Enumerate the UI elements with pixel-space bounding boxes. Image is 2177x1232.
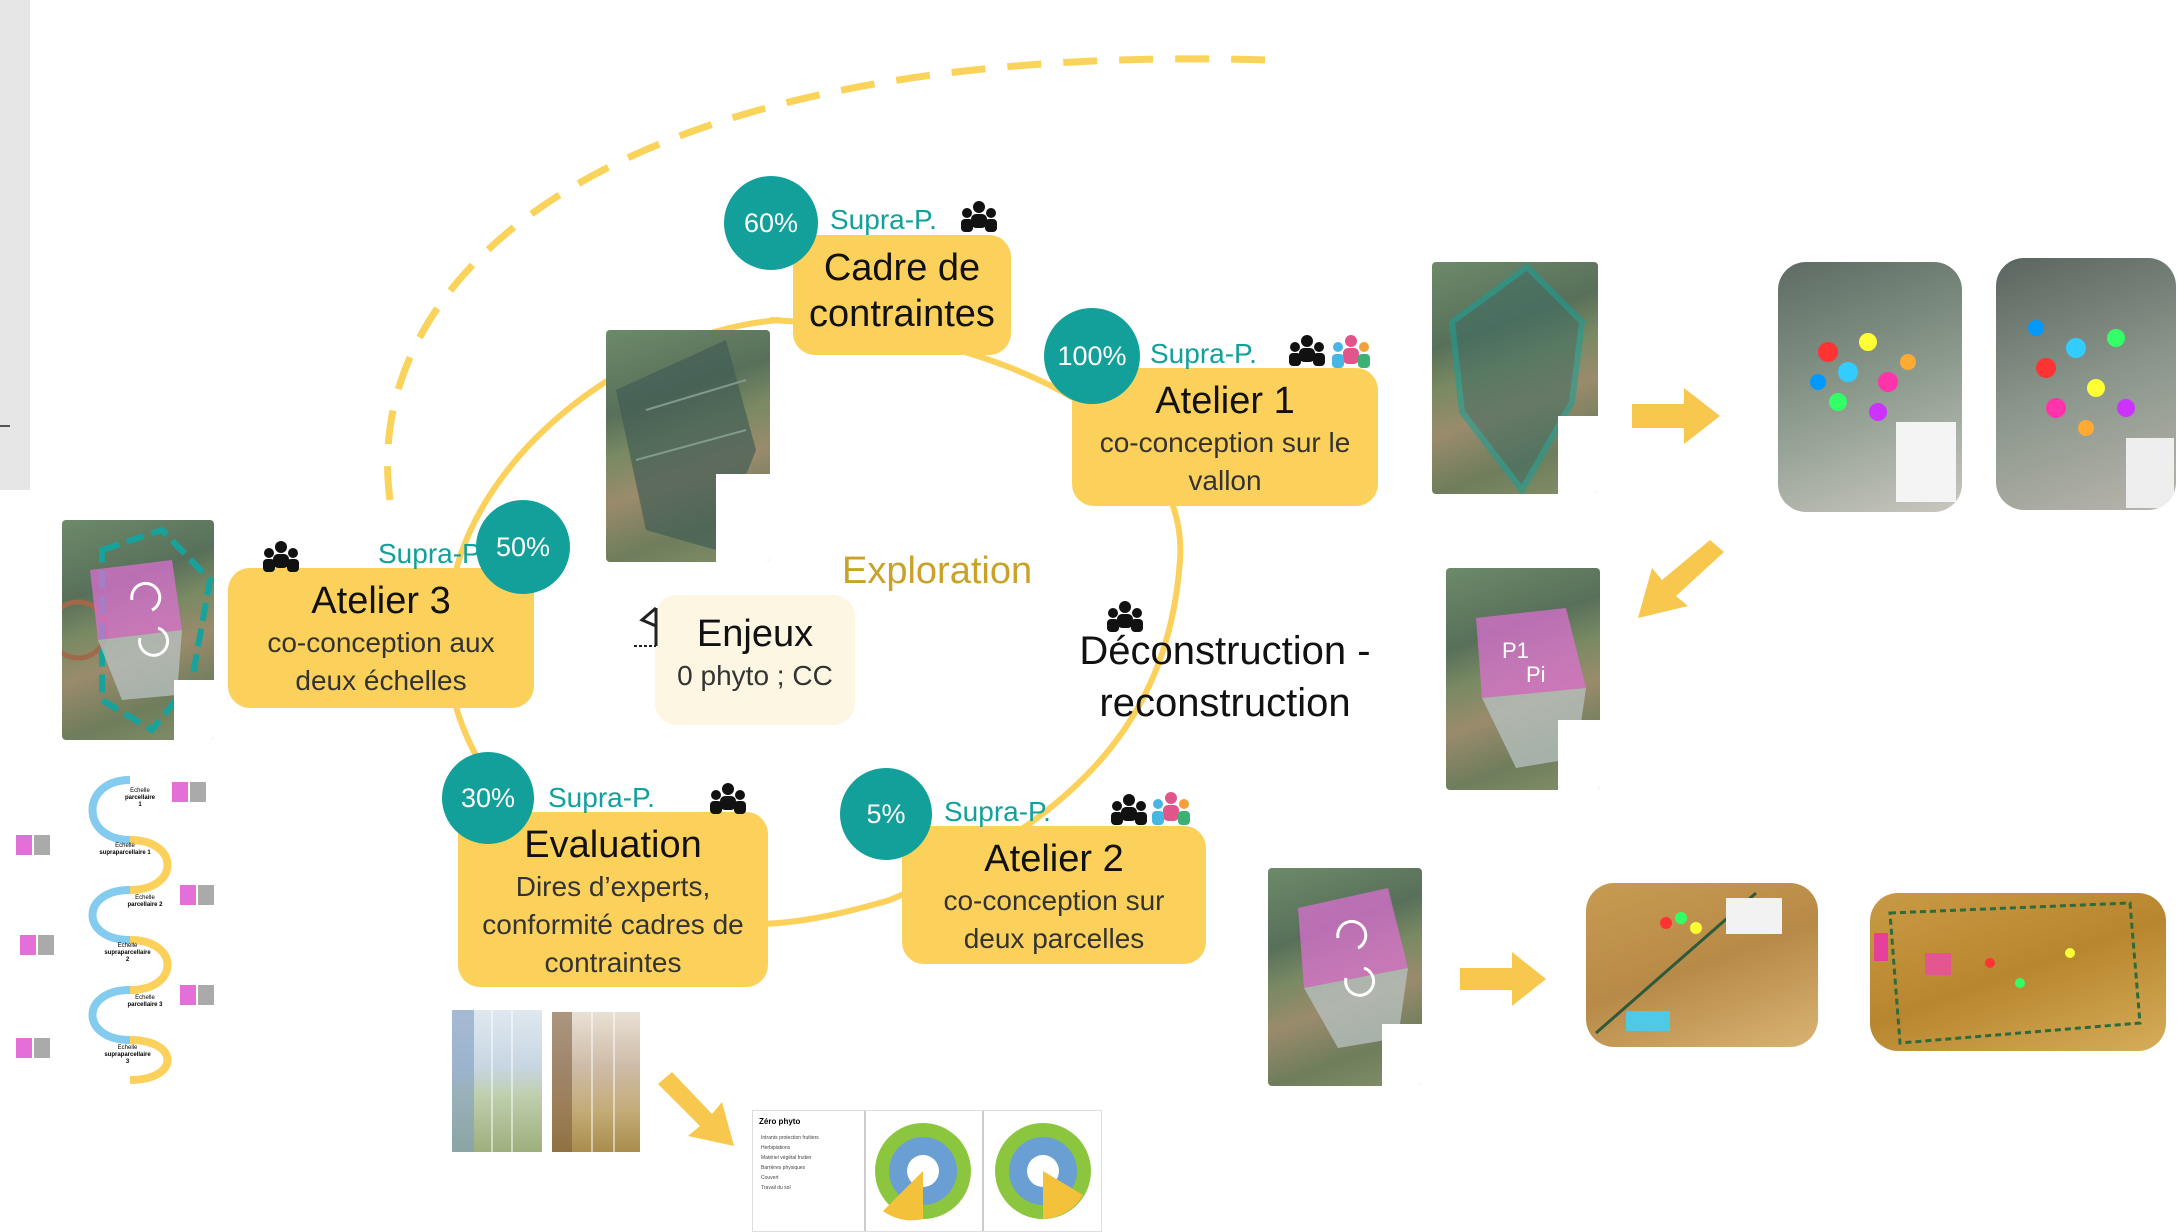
scale-item-6-l2: supraparcellaire [104,1052,151,1058]
zero-phyto-legend: Intrants protection fruitiers Herbipiati… [761,1133,819,1193]
atelier2-supra: Supra-P. [944,796,1051,827]
scale-item-1-l1: Echelle [130,788,150,794]
legend-item: Barrières physiques [761,1165,806,1171]
atelier2-badge: 5% [840,768,932,860]
scale-diagram: Echelle parcellaire 1 Echelle supraparce… [10,760,230,1090]
workshop-photo-4 [1870,893,2166,1051]
evaluation-supra: Supra-P. [548,782,655,813]
scale-item-1: Echelle parcellaire 1 [110,788,170,809]
satellite-map-p1-pi: P1 Pi [1446,568,1600,790]
scale-item-4: Echelle supraparcellaire 2 [90,943,165,964]
zero-phyto-title: Zéro phyto [759,1117,801,1126]
legend-item: Travail du sol [761,1185,791,1191]
atelier1-sub-line2: vallon [1188,465,1262,496]
deconstruction-line2: reconstruction [1099,681,1351,725]
scale-item-4-l2: supraparcellaire [104,950,151,956]
group-icon [1107,601,1143,632]
cadre-supra: Supra-P. [830,204,937,235]
evaluation-sub-line2: conformité cadres de [482,909,744,940]
atelier2-sub-line1: co-conception sur [943,885,1165,916]
legend-item: Herbipiations [761,1145,791,1151]
satellite-map-atelier2 [1268,868,1422,1086]
side-panel-strip [0,0,30,490]
group-icon [1111,794,1147,825]
atelier3-sub-line2: deux échelles [295,665,467,696]
zero-phyto-panel: Zéro phyto Intrants protection fruitiers… [752,1110,1102,1232]
zero-phyto-donuts [864,1111,1091,1231]
deconstruction-line1: Déconstruction - [1079,629,1371,673]
atelier1-box: Atelier 1 co-conception sur le vallon [1072,368,1378,506]
satellite-map-atelier1 [1432,262,1598,494]
scale-item-2-l1: Echelle [115,843,135,849]
colored-group-icon [1332,335,1370,368]
cadre-badge: 60% [724,176,818,270]
cadre-title-line1: Cadre de [823,247,981,289]
scale-item-6: Echelle supraparcellaire 3 [90,1045,165,1066]
group-icon [1289,335,1325,366]
atelier2-sub-line2: deux parcelles [963,923,1145,954]
scale-item-4-l3: 2 [125,957,130,963]
map-label-p1: P1 [1502,638,1529,663]
scale-item-1-l3: 1 [138,802,142,808]
evaluation-title: Evaluation [524,824,702,866]
arrow-right-icon [1460,952,1546,1006]
workshop-photo-3 [1586,883,1818,1047]
atelier1-sub-line1: co-conception sur le [1099,427,1351,458]
map-label-pi: Pi [1526,662,1546,687]
satellite-map-atelier3 [62,520,214,740]
arrow-down-left-icon [1638,540,1724,618]
evaluation-sub-line1: Dires d’experts, [515,871,711,902]
enjeux-title: Enjeux [696,613,814,655]
scale-item-2-l2: supraparcellaire 1 [99,850,151,856]
cadre-box: Cadre de contraintes [793,235,1011,355]
scale-item-5-l2: parcellaire 3 [127,1002,163,1008]
evaluation-badge: 30% [442,752,534,844]
colored-group-icon [1152,792,1190,825]
legend-item: Intrants protection fruitiers [761,1135,819,1141]
group-icon [263,541,299,572]
scale-item-6-l3: 3 [125,1059,130,1065]
flag-icon [634,606,658,647]
atelier3-title: Atelier 3 [311,580,451,622]
arrow-right-icon [1632,388,1720,444]
atelier1-supra: Supra-P. [1150,338,1257,369]
side-dash-mark [0,425,10,427]
group-icon [710,783,746,814]
workshop-photo-2 [1996,258,2176,510]
satellite-map-center [606,330,770,562]
group-icon [961,201,997,232]
scale-item-1-l2: parcellaire [124,795,156,801]
exploration-label: Exploration [842,550,1033,592]
workshop-photo-1 [1778,262,1962,512]
scale-item-5: Echelle parcellaire 3 [115,995,175,1009]
atelier3-box: Atelier 3 co-conception aux deux échelle… [228,568,534,708]
deconstruction-label: Déconstruction - reconstruction [1075,625,1375,729]
scale-item-4-l1: Echelle [117,943,138,949]
scale-item-6-l1: Echelle [117,1045,138,1051]
enjeux-sub: 0 phyto ; CC [677,660,833,691]
atelier2-box: Atelier 2 co-conception sur deux parcell… [902,826,1206,964]
atelier3-supra: Supra-P. [378,538,485,569]
evaluation-table-1 [452,1010,542,1152]
scale-item-3: Echelle parcellaire 2 [115,895,175,909]
legend-item: Matériel végétal fruitier [761,1155,812,1161]
atelier2-title: Atelier 2 [984,838,1124,880]
atelier3-sub-line1: co-conception aux [267,627,495,658]
scale-diagram-arrows [16,776,214,1084]
enjeux-box: Enjeux 0 phyto ; CC [655,595,855,725]
atelier3-badge: 50% [476,500,570,594]
arrow-down-right-icon [658,1072,734,1146]
scale-item-5-l1: Echelle [135,995,155,1001]
scale-item-3-l2: parcellaire 2 [127,902,163,908]
scale-item-3-l1: Echelle [135,895,155,901]
evaluation-box: Evaluation Dires d’experts, conformité c… [458,812,768,987]
evaluation-table-2 [552,1012,640,1152]
legend-item: Couvert [761,1175,779,1181]
atelier1-title: Atelier 1 [1155,380,1295,422]
cadre-title-line2: contraintes [809,293,995,335]
scale-item-2: Echelle supraparcellaire 1 [85,843,165,857]
atelier1-badge: 100% [1044,308,1140,404]
evaluation-sub-line3: contraintes [544,947,682,978]
